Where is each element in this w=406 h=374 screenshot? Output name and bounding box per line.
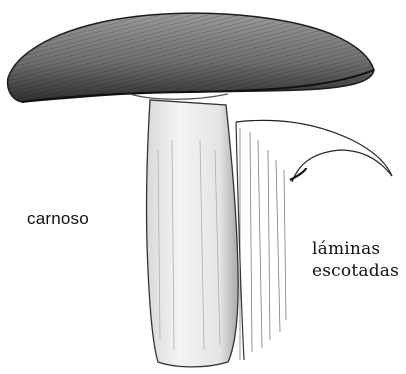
mushroom-cap [8,13,374,102]
label-escotadas: escotadas [312,263,399,280]
label-laminas: láminas [312,241,380,258]
label-carnoso: carnoso [27,210,89,227]
mushroom-stem [147,100,239,367]
